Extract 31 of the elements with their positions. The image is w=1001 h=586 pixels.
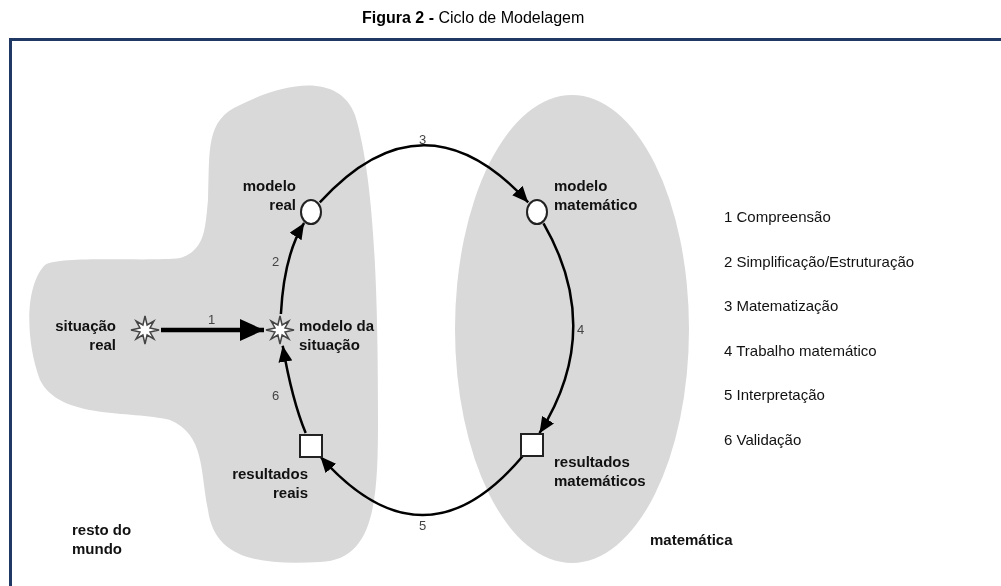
node-label: situação real [54,316,116,354]
node-label: modelo real [241,176,296,214]
arrow [319,454,524,517]
arrow [278,345,307,434]
node-label: resultados reais [231,464,308,502]
square-node [517,430,547,460]
edge-label: 1 [208,312,216,327]
step-label: 6 Validação [724,430,802,449]
region-label: matemática [650,530,734,549]
region-label: resto do mundo [72,520,133,558]
step-label: 5 Interpretação [724,385,825,405]
step-label: 4 Trabalho matemático [724,340,877,360]
star-node [265,315,295,345]
node-label: modelo matemático [554,176,639,214]
step-label: 3 Matematização [724,296,839,316]
edge-label: 6 [272,388,280,403]
edge-label: 4 [577,322,585,337]
step-label: 2 Simplificação/Estruturação [724,251,915,271]
arrow [161,319,264,341]
step-label: 1 Compreensão [724,207,831,226]
square-node [296,431,326,461]
star-node [130,315,160,345]
node-label: modelo da situação [299,316,375,354]
figure-title: Figura 2 - Ciclo de Modelagem [362,8,585,28]
edge-label: 5 [419,518,427,533]
edge-label: 3 [419,132,427,147]
arrow [279,222,306,315]
node-label: resultados matemáticos [554,452,647,490]
arrow [318,143,530,204]
edge-label: 2 [272,254,280,269]
arrow [538,222,575,434]
